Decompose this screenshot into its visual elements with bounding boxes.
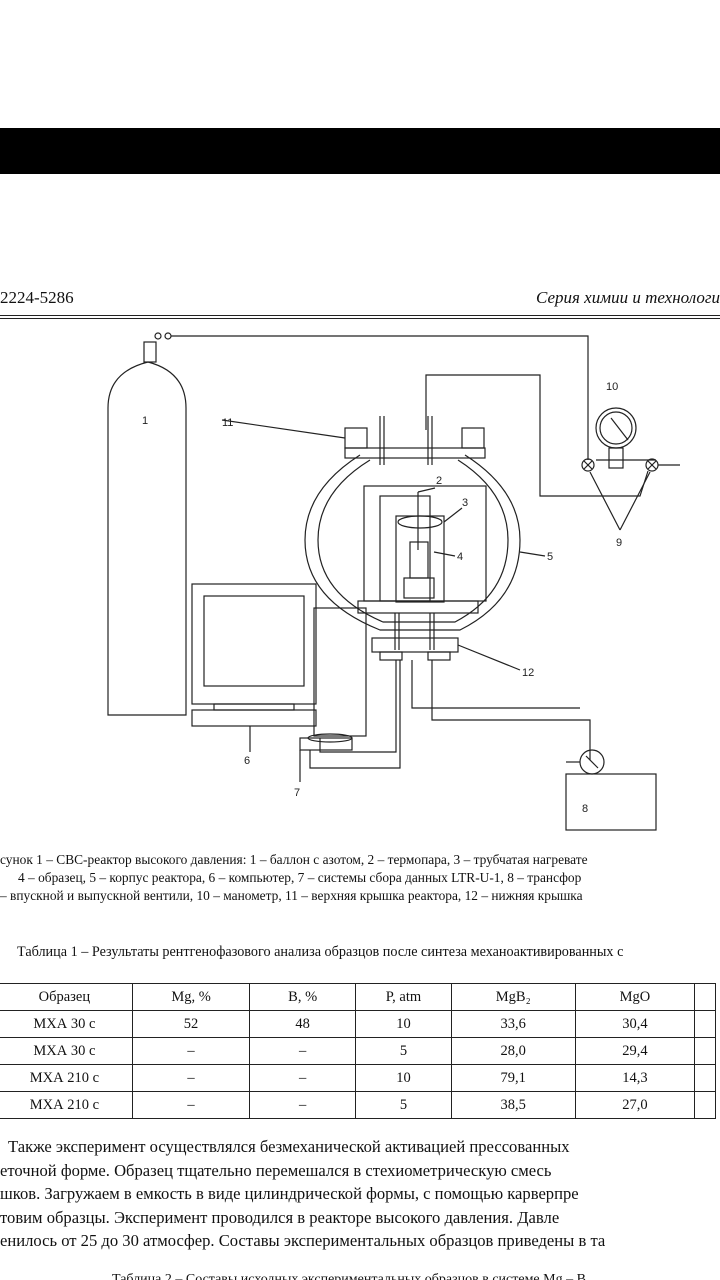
table-cell: –	[131, 1064, 251, 1092]
table-row: МХА 30 с – – 5 28,0 29,4	[0, 1037, 716, 1065]
next-table-title-cut: Таблица 2 – Составы исходных эксперимент…	[112, 1272, 586, 1280]
cylinder-valve	[143, 341, 157, 363]
results-table: Образец Mg, % B, % P, atm MgB₂ MgO МХА 3…	[0, 983, 716, 1119]
journal-series: Серия химии и технологи	[536, 288, 720, 307]
caption-line: 4 – образец, 5 – корпус реактора, 6 – ко…	[18, 870, 582, 885]
table-cell: 52	[131, 1010, 251, 1038]
table-cell	[694, 1064, 716, 1092]
table-cell: 14,3	[574, 1064, 696, 1092]
table-cell: 38,5	[450, 1091, 576, 1119]
figure-label: 6	[244, 755, 250, 767]
inlet-valve	[581, 458, 595, 472]
paragraph-line: товим образцы. Эксперимент проводился в …	[0, 1207, 560, 1227]
upper-lid	[344, 447, 486, 459]
col-header: MgO	[574, 983, 696, 1011]
col-header: B, %	[249, 983, 356, 1011]
table-row: МХА 210 с – – 5 38,5 27,0	[0, 1091, 716, 1119]
figure-label: 3	[462, 497, 468, 509]
table-cell: 10	[355, 1064, 452, 1092]
table-header-row: Образец Mg, % B, % P, atm MgB₂ MgO	[0, 983, 716, 1011]
tubular-heater	[395, 515, 445, 603]
lower-lid	[371, 637, 459, 653]
table-cell: 28,0	[450, 1037, 576, 1065]
table-cell: 33,6	[450, 1010, 576, 1038]
table-cell: 29,4	[574, 1037, 696, 1065]
figure-label: 12	[522, 667, 534, 679]
reactor-diagram: 1 2 3 4 5 6 7 8 9 10 11 12	[0, 320, 720, 840]
table-cell: 5	[355, 1091, 452, 1119]
paragraph-line: еточной форме. Образец тщательно перемеш…	[0, 1160, 552, 1180]
table-cell: –	[249, 1037, 356, 1065]
table-cell	[694, 1010, 716, 1038]
caption-line: сунок 1 – СВС-реактор высокого давления:…	[0, 852, 588, 867]
computer-tower	[313, 607, 367, 737]
table-cell: 79,1	[450, 1064, 576, 1092]
paragraph-line: Также эксперимент осуществлялся безмехан…	[8, 1137, 570, 1156]
col-header: Образец	[0, 983, 133, 1011]
table-cell: МХА 30 с	[0, 1010, 133, 1038]
paragraph-line: енилось от 25 до 30 атмосфер. Составы эк…	[0, 1231, 606, 1250]
table-cell: –	[131, 1091, 251, 1119]
table-row: МХА 30 с 52 48 10 33,6 30,4	[0, 1010, 716, 1038]
figure-label: 7	[294, 787, 300, 799]
gas-line	[171, 335, 589, 460]
figure-label: 5	[547, 551, 553, 563]
figure-label: 11	[222, 417, 233, 429]
table-row: МХА 210 с – – 10 79,1 14,3	[0, 1064, 716, 1092]
top-black-bar	[0, 128, 720, 174]
figure-label: 2	[436, 475, 442, 487]
table-title: Таблица 1 – Результаты рентгенофазового …	[17, 944, 624, 960]
table-cell: 5	[355, 1037, 452, 1065]
header-rule	[0, 315, 720, 316]
table-cell	[694, 1091, 716, 1119]
table-cell: МХА 210 с	[0, 1064, 133, 1092]
table-cell: 48	[249, 1010, 356, 1038]
figure-label: 1	[142, 415, 148, 427]
figure-label: 10	[606, 381, 618, 393]
table-cell: 27,0	[574, 1091, 696, 1119]
journal-issn: 2224-5286	[0, 288, 74, 307]
reactor-diagram-svg: 1 2 3 4 5 6 7 8 9 10 11 12	[107, 332, 680, 831]
table-cell: МХА 30 с	[0, 1037, 133, 1065]
figure-label: 9	[616, 537, 622, 549]
col-header: P, atm	[355, 983, 452, 1011]
table-cell: 10	[355, 1010, 452, 1038]
table-cell: –	[249, 1091, 356, 1119]
transformer	[565, 773, 657, 831]
reactor-body	[304, 454, 521, 631]
figure-label: 8	[582, 803, 588, 815]
col-header: Mg, %	[131, 983, 251, 1011]
manometer	[595, 407, 637, 449]
caption-line: – впускной и выпускной вентили, 10 – ман…	[0, 888, 583, 903]
sample	[409, 541, 429, 579]
figure-caption: сунок 1 – СВС-реактор высокого давления:…	[0, 851, 720, 905]
col-header	[694, 983, 716, 1011]
header-rule	[0, 318, 720, 319]
col-header: MgB₂	[450, 983, 576, 1011]
table-cell: –	[131, 1037, 251, 1065]
table-cell: –	[249, 1064, 356, 1092]
figure-label: 4	[457, 551, 463, 563]
body-paragraph: Также эксперимент осуществлялся безмехан…	[0, 1135, 720, 1253]
data-acquisition	[299, 737, 353, 751]
table-cell	[694, 1037, 716, 1065]
paragraph-line: шков. Загружаем в емкость в виде цилиндр…	[0, 1184, 579, 1203]
table-cell: 30,4	[574, 1010, 696, 1038]
table-cell: МХА 210 с	[0, 1091, 133, 1119]
